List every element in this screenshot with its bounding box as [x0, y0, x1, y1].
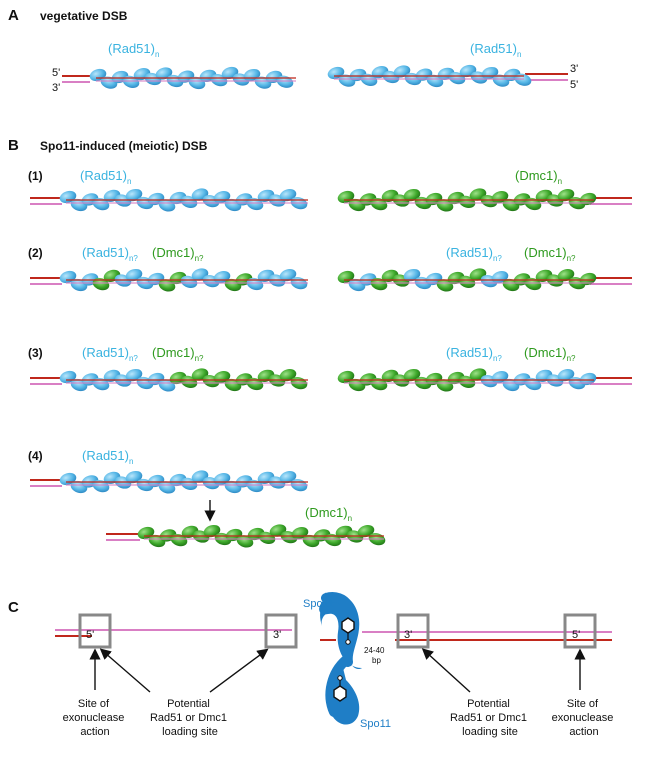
- spo11-dimer-icon: [319, 592, 362, 725]
- panel-c-right-3prime: 3': [404, 629, 412, 641]
- gap-size-unit: bp: [372, 656, 381, 665]
- rad51-protomer: [125, 368, 143, 382]
- panel-c-arrows: [89, 648, 586, 693]
- step-1-label: (1): [28, 169, 43, 183]
- left-loading-site-note: Potential Rad51 or Dmc1 loading site: [150, 698, 230, 738]
- rad51-protomer: [92, 377, 110, 391]
- spo11-bottom-label: Spo11: [360, 718, 391, 730]
- dmc1-protomer: [403, 188, 421, 202]
- dmc1-protomer: [579, 272, 597, 286]
- step-3-right-rad51-label: (Rad51)n?: [446, 345, 502, 363]
- panel-b-letter: B: [8, 137, 19, 154]
- rad51-protomer: [125, 470, 143, 484]
- panel-a-right-rad51-label: (Rad51)n: [470, 41, 521, 59]
- rad51-protomer: [125, 188, 143, 202]
- dmc1-protomer: [370, 377, 388, 391]
- rad51-protomer: [279, 471, 297, 484]
- rad51-protomer: [92, 197, 110, 211]
- step-2-label: (2): [28, 246, 43, 260]
- dmc1-protomer: [170, 533, 188, 547]
- panel-c-letter: C: [8, 599, 19, 616]
- step-1-left-rad51-label: (Rad51)n: [80, 168, 131, 186]
- right-loading-site-note: Potential Rad51 or Dmc1 loading site: [450, 698, 530, 738]
- panel-a-title: vegetative DSB: [40, 9, 128, 23]
- step-2-right-rad51-label: (Rad51)n?: [446, 245, 502, 263]
- rad51-protomer: [403, 268, 421, 282]
- dmc1-protomer: [579, 192, 597, 206]
- panel-c-left-dna: [55, 629, 292, 637]
- panel-c-left-5prime: 5': [86, 629, 94, 641]
- panel-c-right-dna: [320, 631, 612, 641]
- step-4-rad51-label: (Rad51)n: [82, 448, 133, 466]
- dmc1-protomer: [370, 197, 388, 211]
- rad51-protomer: [579, 372, 597, 386]
- step-3-label: (3): [28, 346, 43, 360]
- panel-a-left-5prime: 5': [52, 67, 60, 79]
- rad51-protomer: [393, 65, 411, 78]
- rad51-protomer: [557, 369, 575, 382]
- step-3-left-dmc1-label: (Dmc1)n?: [152, 345, 204, 363]
- rad51-protomer: [125, 268, 143, 282]
- dmc1-protomer: [524, 277, 542, 291]
- step-2-left-rad51-label: (Rad51)n?: [82, 245, 138, 263]
- dmc1-protomer: [403, 368, 421, 382]
- panel-c-left-5prime-box: [78, 613, 112, 649]
- step-3-left-rad51-label: (Rad51)n?: [82, 345, 138, 363]
- gap-size-label: 24-40: [364, 646, 385, 655]
- step-2-left-dmc1-label: (Dmc1)n?: [152, 245, 204, 263]
- step-1-right-dmc1-label: (Dmc1)n: [515, 168, 562, 186]
- rad51-protomer: [246, 479, 264, 493]
- panel-a-left-3prime: 3': [52, 82, 60, 94]
- rad51-protomer: [279, 269, 297, 282]
- panel-c-right-5prime-box: [563, 613, 597, 649]
- dmc1-protomer: [92, 277, 110, 291]
- rad51-protomer: [246, 197, 264, 211]
- panel-a-right-5prime: 5': [570, 79, 578, 91]
- dmc1-protomer: [357, 525, 375, 538]
- panel-c-right-5prime: 5': [572, 629, 580, 641]
- right-exonuclease-note: Site of exonuclease action: [552, 698, 617, 738]
- panel-b-filaments: [30, 188, 632, 548]
- dmc1-protomer: [203, 524, 221, 538]
- panel-a-letter: A: [8, 7, 19, 24]
- rad51-protomer: [279, 189, 297, 202]
- dmc1-protomer: [279, 369, 297, 382]
- panel-c-left-3prime-box: [264, 613, 298, 649]
- rad51-protomer: [246, 277, 264, 291]
- panel-a-right-3prime: 3': [570, 63, 578, 75]
- panel-c-left-3prime: 3': [273, 629, 281, 641]
- step-3-right-dmc1-label: (Dmc1)n?: [524, 345, 576, 363]
- dmc1-protomer: [524, 197, 542, 211]
- dmc1-protomer: [557, 269, 575, 282]
- step-4-dmc1-label: (Dmc1)n: [305, 505, 352, 523]
- dmc1-protomer: [246, 377, 264, 391]
- rad51-protomer: [92, 479, 110, 493]
- step-2-right-dmc1-label: (Dmc1)n?: [524, 245, 576, 263]
- dmc1-protomer: [557, 189, 575, 202]
- left-exonuclease-note: Site of exonuclease action: [63, 698, 128, 738]
- spo11-top-label: Spo11: [303, 598, 334, 610]
- panel-a-left-rad51-label: (Rad51)n: [108, 41, 159, 59]
- panel-b-title: Spo11-induced (meiotic) DSB: [40, 139, 208, 153]
- dmc1-protomer: [324, 533, 342, 547]
- rad51-protomer: [524, 377, 542, 391]
- panel-a-filaments: [62, 64, 568, 90]
- panel-c-right-3prime-box: [396, 613, 430, 649]
- dmc1-protomer: [370, 277, 388, 291]
- rad51-protomer: [155, 67, 173, 80]
- step-4-label: (4): [28, 449, 43, 463]
